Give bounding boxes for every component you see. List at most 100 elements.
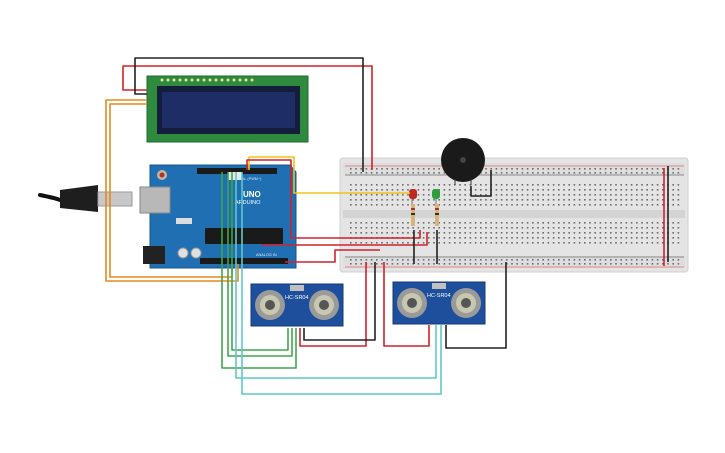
breadboard-hole bbox=[464, 242, 466, 244]
breadboard-hole bbox=[542, 172, 544, 174]
breadboard-hole bbox=[407, 168, 409, 170]
breadboard-hole bbox=[506, 242, 508, 244]
breadboard-hole bbox=[365, 184, 368, 186]
lcd-pin bbox=[184, 78, 188, 82]
breadboard-hole bbox=[594, 172, 596, 174]
breadboard-hole bbox=[599, 199, 602, 201]
breadboard-hole bbox=[636, 168, 638, 170]
breadboard-hole bbox=[438, 189, 440, 191]
breadboard-hole bbox=[646, 168, 648, 170]
breadboard-hole bbox=[532, 168, 534, 170]
breadboard-hole bbox=[469, 232, 472, 234]
breadboard-hole bbox=[500, 168, 503, 170]
breadboard-hole bbox=[511, 259, 513, 261]
breadboard-hole bbox=[365, 227, 368, 229]
breadboard-hole bbox=[495, 259, 498, 261]
breadboard-hole bbox=[568, 168, 570, 170]
breadboard-hole bbox=[464, 227, 466, 229]
breadboard-hole bbox=[620, 199, 622, 201]
breadboard-hole bbox=[672, 222, 674, 224]
breadboard-hole bbox=[599, 259, 602, 261]
breadboard-holes bbox=[350, 168, 680, 265]
breadboard-hole bbox=[417, 199, 420, 201]
breadboard-hole bbox=[636, 194, 638, 196]
breadboard-hole bbox=[506, 222, 508, 224]
breadboard-hole bbox=[537, 189, 539, 191]
resistor-icon bbox=[411, 204, 439, 226]
breadboard-hole bbox=[386, 227, 388, 229]
breadboard-hole bbox=[469, 242, 472, 244]
breadboard-hole bbox=[428, 263, 430, 265]
breadboard-hole bbox=[620, 242, 622, 244]
breadboard-hole bbox=[443, 184, 446, 186]
breadboard-hole bbox=[526, 232, 529, 234]
breadboard-hole bbox=[407, 222, 409, 224]
breadboard-hole bbox=[646, 199, 648, 201]
breadboard-hole bbox=[376, 168, 378, 170]
breadboard-hole bbox=[537, 237, 539, 239]
breadboard-hole bbox=[360, 184, 362, 186]
breadboard-hole bbox=[589, 263, 591, 265]
breadboard-hole bbox=[521, 242, 524, 244]
breadboard-hole bbox=[584, 263, 586, 265]
breadboard-hole bbox=[573, 222, 576, 224]
breadboard-hole bbox=[563, 222, 565, 224]
breadboard-hole bbox=[656, 184, 659, 186]
breadboard-hole bbox=[412, 168, 414, 170]
breadboard-hole bbox=[646, 184, 648, 186]
breadboard-hole bbox=[516, 199, 518, 201]
breadboard-hole bbox=[485, 242, 487, 244]
breadboard-hole bbox=[615, 263, 617, 265]
breadboard-hole bbox=[584, 172, 586, 174]
breadboard-hole bbox=[480, 184, 482, 186]
breadboard-hole bbox=[350, 227, 352, 229]
breadboard-hole bbox=[443, 232, 446, 234]
breadboard-hole bbox=[381, 199, 383, 201]
breadboard-hole bbox=[630, 237, 633, 239]
breadboard-hole bbox=[381, 259, 383, 261]
breadboard-hole bbox=[584, 168, 586, 170]
breadboard-hole bbox=[589, 222, 591, 224]
breadboard-hole bbox=[651, 204, 654, 206]
breadboard-hole bbox=[443, 204, 446, 206]
breadboard-hole bbox=[417, 172, 420, 174]
breadboard-hole bbox=[599, 263, 602, 265]
breadboard-hole bbox=[677, 194, 680, 196]
breadboard-hole bbox=[428, 199, 430, 201]
breadboard-hole bbox=[381, 232, 383, 234]
breadboard-hole bbox=[428, 242, 430, 244]
breadboard-hole bbox=[547, 232, 550, 234]
breadboard-hole bbox=[433, 232, 435, 234]
breadboard-hole bbox=[641, 263, 643, 265]
breadboard-hole bbox=[620, 184, 622, 186]
breadboard-hole bbox=[547, 172, 550, 174]
breadboard-hole bbox=[573, 184, 576, 186]
breadboard-hole bbox=[402, 263, 404, 265]
breadboard-hole bbox=[620, 259, 622, 261]
breadboard-hole bbox=[578, 222, 581, 224]
breadboard-hole bbox=[396, 259, 399, 261]
breadboard-hole bbox=[558, 263, 560, 265]
breadboard-hole bbox=[396, 232, 399, 234]
breadboard-hole bbox=[610, 184, 612, 186]
breadboard-hole bbox=[448, 189, 451, 191]
breadboard-hole bbox=[630, 204, 633, 206]
breadboard-hole bbox=[558, 194, 560, 196]
breadboard-hole bbox=[594, 184, 596, 186]
breadboard-hole bbox=[630, 227, 633, 229]
breadboard-hole bbox=[454, 204, 456, 206]
breadboard-hole bbox=[604, 199, 607, 201]
breadboard-hole bbox=[526, 194, 529, 196]
breadboard-hole bbox=[422, 222, 425, 224]
breadboard-hole bbox=[443, 263, 446, 265]
breadboard-hole bbox=[584, 199, 586, 201]
breadboard-hole bbox=[630, 194, 633, 196]
breadboard-hole bbox=[641, 227, 643, 229]
breadboard-hole bbox=[350, 222, 352, 224]
breadboard-hole bbox=[646, 189, 648, 191]
breadboard-hole bbox=[412, 184, 414, 186]
breadboard-hole bbox=[563, 172, 565, 174]
arduino-model-label: UNO bbox=[243, 190, 261, 199]
breadboard-hole bbox=[350, 242, 352, 244]
breadboard-hole bbox=[636, 259, 638, 261]
